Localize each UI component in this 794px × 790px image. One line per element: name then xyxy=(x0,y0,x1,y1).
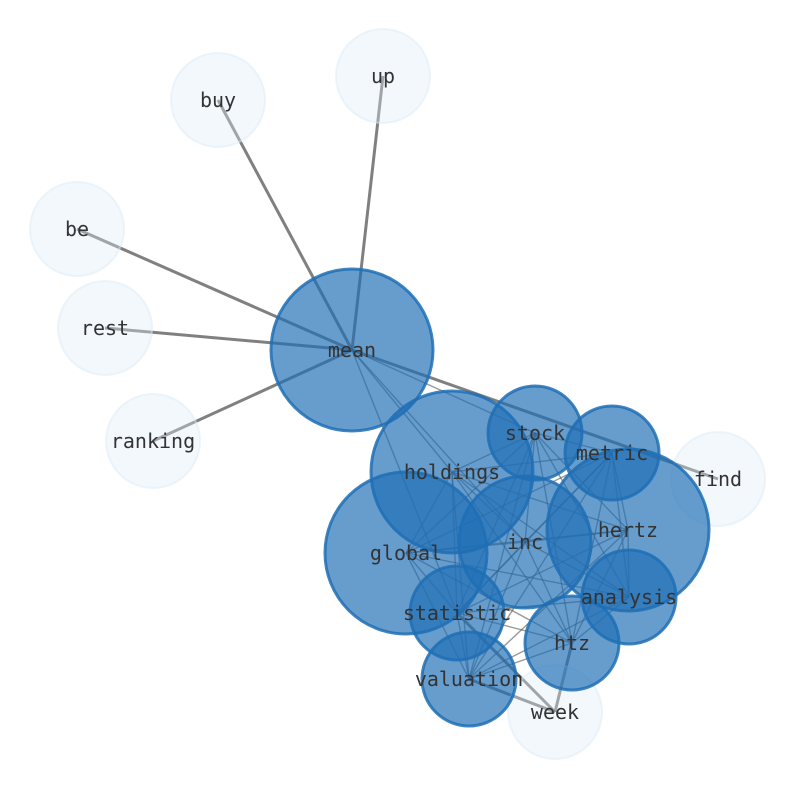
node-label-analysis: analysis xyxy=(581,585,677,609)
node-label-week: week xyxy=(531,700,579,724)
node-buy xyxy=(170,52,266,148)
node-mean xyxy=(269,267,435,433)
node-ranking xyxy=(105,393,201,489)
node-rest xyxy=(57,280,153,376)
node-label-hertz: hertz xyxy=(598,518,658,542)
node-label-metric: metric xyxy=(576,441,648,465)
node-label-valuation: valuation xyxy=(415,667,523,691)
node-label-htz: htz xyxy=(554,631,590,655)
nodes-layer xyxy=(29,28,766,760)
labels-layer: mean up buy be rest ranking find week holdings gl… xyxy=(65,64,742,724)
node-label-ranking: ranking xyxy=(111,429,195,453)
node-label-be: be xyxy=(65,217,89,241)
node-label-buy: buy xyxy=(200,88,236,112)
node-label-find: find xyxy=(694,467,742,491)
node-label-global: global xyxy=(370,541,442,565)
node-label-up: up xyxy=(371,64,395,88)
node-metric xyxy=(563,404,661,502)
node-label-inc: inc xyxy=(507,530,543,554)
node-label-statistic: statistic xyxy=(403,601,511,625)
node-be xyxy=(29,181,125,277)
node-valuation xyxy=(420,630,518,728)
node-label-holdings: holdings xyxy=(404,460,500,484)
node-label-stock: stock xyxy=(505,421,565,445)
node-up xyxy=(335,28,431,124)
node-label-rest: rest xyxy=(81,316,129,340)
node-htz xyxy=(523,594,621,692)
node-label-mean: mean xyxy=(328,338,376,362)
